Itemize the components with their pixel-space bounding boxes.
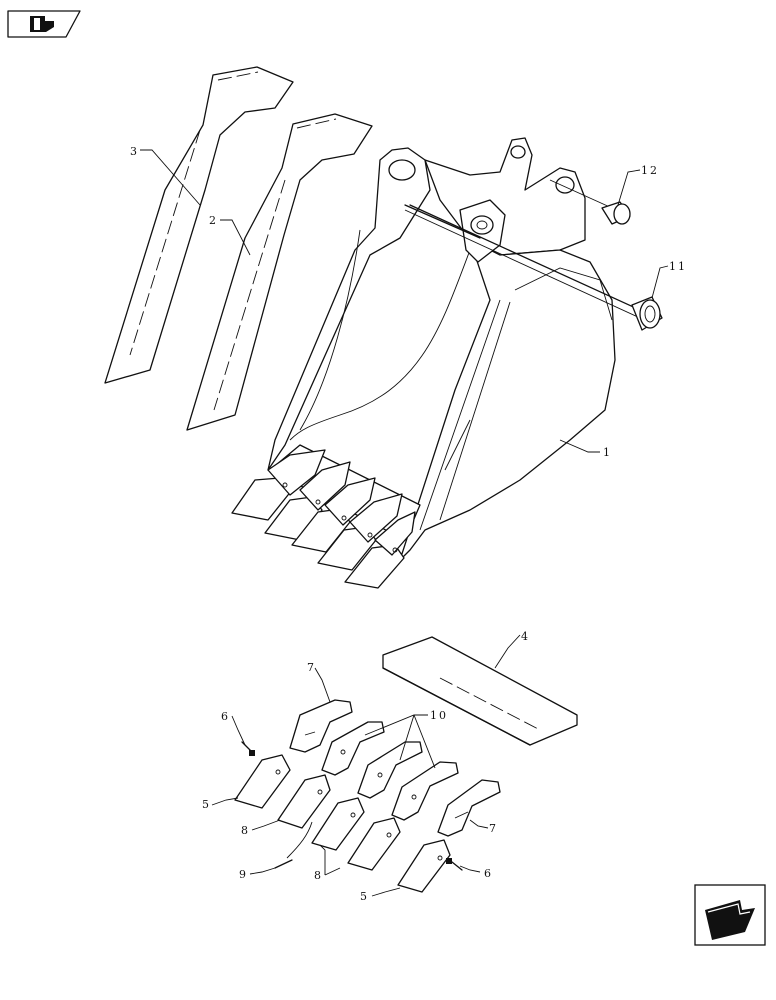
callout-labels: 3 2 1 4 12 11 7 7 6 6 5 5 8 8 9 10	[130, 145, 687, 903]
callout-5-left: 5	[202, 798, 211, 811]
callout-11: 11	[669, 260, 687, 273]
callout-2: 2	[209, 214, 218, 227]
part-7-adapter-right	[437, 779, 501, 837]
part-8-tip-b	[311, 797, 365, 851]
callout-4: 4	[521, 630, 530, 643]
part-10-adapter-c	[391, 761, 459, 821]
callout-10: 10	[430, 709, 448, 722]
callout-5-right: 5	[360, 890, 369, 903]
part-6-bolt-left	[241, 741, 255, 756]
callout-8-a: 8	[241, 824, 250, 837]
callout-6-left: 6	[221, 710, 230, 723]
part-4-cutting-edge	[382, 636, 578, 746]
callout-9: 9	[239, 868, 248, 881]
part-8-tip-c	[347, 817, 401, 871]
callout-8-b: 8	[314, 869, 323, 882]
callout-12: 12	[641, 164, 659, 177]
part-5-tip-right	[397, 839, 451, 893]
previous-page-arrow-icon[interactable]	[694, 884, 766, 946]
part-10-adapter-a	[321, 721, 385, 776]
part-5-tip-left	[234, 754, 291, 809]
callout-7-right: 7	[489, 822, 498, 835]
part-6-bolt-right	[446, 858, 463, 871]
book-arrow-icon[interactable]	[7, 10, 81, 38]
part-3-side-cutter	[104, 66, 294, 384]
callout-1: 1	[603, 446, 612, 459]
leader-lines	[140, 149, 669, 897]
callout-6-right: 6	[484, 867, 493, 880]
callout-7-left: 7	[307, 661, 316, 674]
part-12-bushing	[601, 201, 631, 225]
part-8-tip-a	[277, 774, 331, 829]
part-2-side-cutter	[186, 113, 373, 431]
part-9-pin	[274, 821, 313, 869]
part-7-adapter-left	[289, 699, 353, 753]
callout-3: 3	[130, 145, 139, 158]
part-11-bushing	[631, 296, 663, 331]
part-10-adapter-b	[357, 741, 423, 799]
bucket-teeth	[231, 449, 416, 589]
